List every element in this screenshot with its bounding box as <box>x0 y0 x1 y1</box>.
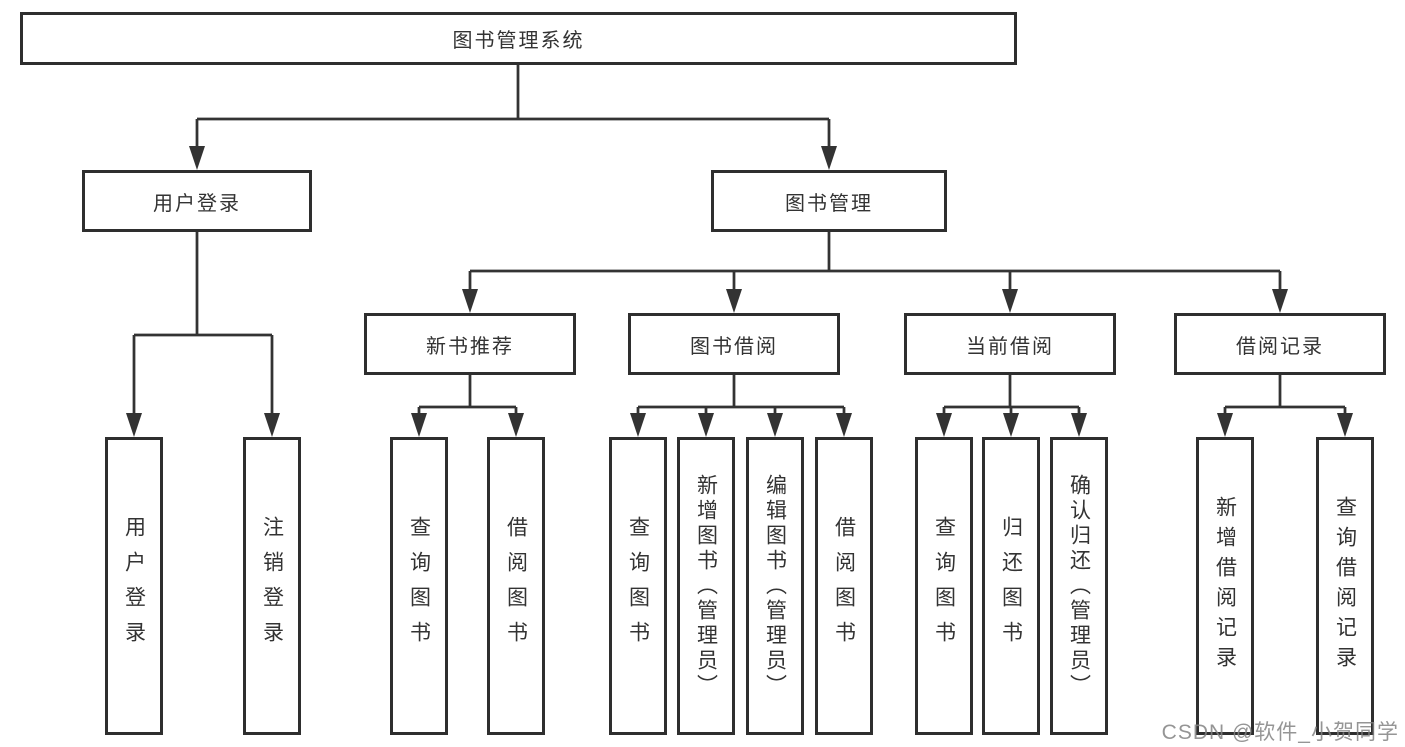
leaf-add-books-admin: 新增图书（管理员） <box>677 437 735 735</box>
leaf-return-books: 归还图书 <box>982 437 1040 735</box>
node-new-book-recommend: 新书推荐 <box>364 313 576 375</box>
node-label: 借阅记录 <box>1236 335 1324 358</box>
node-book-management: 图书管理 <box>711 170 947 232</box>
node-label: 查询图书 <box>932 516 956 656</box>
node-label: 查询图书 <box>626 516 650 656</box>
node-label: 注销登录 <box>260 516 284 656</box>
node-label: 新增图书（管理员） <box>694 473 718 699</box>
leaf-borrow-books-recommend: 借阅图书 <box>487 437 545 735</box>
node-borrowing-records: 借阅记录 <box>1174 313 1386 375</box>
leaf-query-books-current: 查询图书 <box>915 437 973 735</box>
node-label: 借阅图书 <box>832 516 856 656</box>
node-label: 用户登录 <box>153 192 241 215</box>
node-library-system: 图书管理系统 <box>20 12 1017 65</box>
node-label: 图书管理系统 <box>452 30 585 52</box>
node-label: 图书管理 <box>785 192 873 215</box>
arrowheads <box>126 146 1353 437</box>
leaf-confirm-return-admin: 确认归还（管理员） <box>1050 437 1108 735</box>
node-label: 新增借阅记录 <box>1213 496 1237 676</box>
leaf-add-borrow-record: 新增借阅记录 <box>1196 437 1254 735</box>
node-label: 借阅图书 <box>504 516 528 656</box>
node-label: 当前借阅 <box>966 335 1054 358</box>
csdn-watermark: CSDN @软件_小贺同学 <box>1161 721 1399 744</box>
node-current-borrowing: 当前借阅 <box>904 313 1116 375</box>
leaf-logout: 注销登录 <box>243 437 301 735</box>
leaf-query-books-recommend: 查询图书 <box>390 437 448 735</box>
node-label: 确认归还（管理员） <box>1067 473 1091 699</box>
node-label: 用户登录 <box>122 516 146 656</box>
node-label: 图书借阅 <box>690 335 778 358</box>
node-label: 归还图书 <box>999 516 1023 656</box>
node-label: 查询借阅记录 <box>1333 496 1357 676</box>
node-label: 查询图书 <box>407 516 431 656</box>
node-label: 新书推荐 <box>426 335 514 358</box>
leaf-query-borrow-record: 查询借阅记录 <box>1316 437 1374 735</box>
node-book-borrowing: 图书借阅 <box>628 313 840 375</box>
leaf-user-login: 用户登录 <box>105 437 163 735</box>
leaf-query-books-borrowing: 查询图书 <box>609 437 667 735</box>
leaf-edit-books-admin: 编辑图书（管理员） <box>746 437 804 735</box>
node-user-login: 用户登录 <box>82 170 312 232</box>
leaf-borrow-books-borrowing: 借阅图书 <box>815 437 873 735</box>
node-label: 编辑图书（管理员） <box>763 473 787 699</box>
